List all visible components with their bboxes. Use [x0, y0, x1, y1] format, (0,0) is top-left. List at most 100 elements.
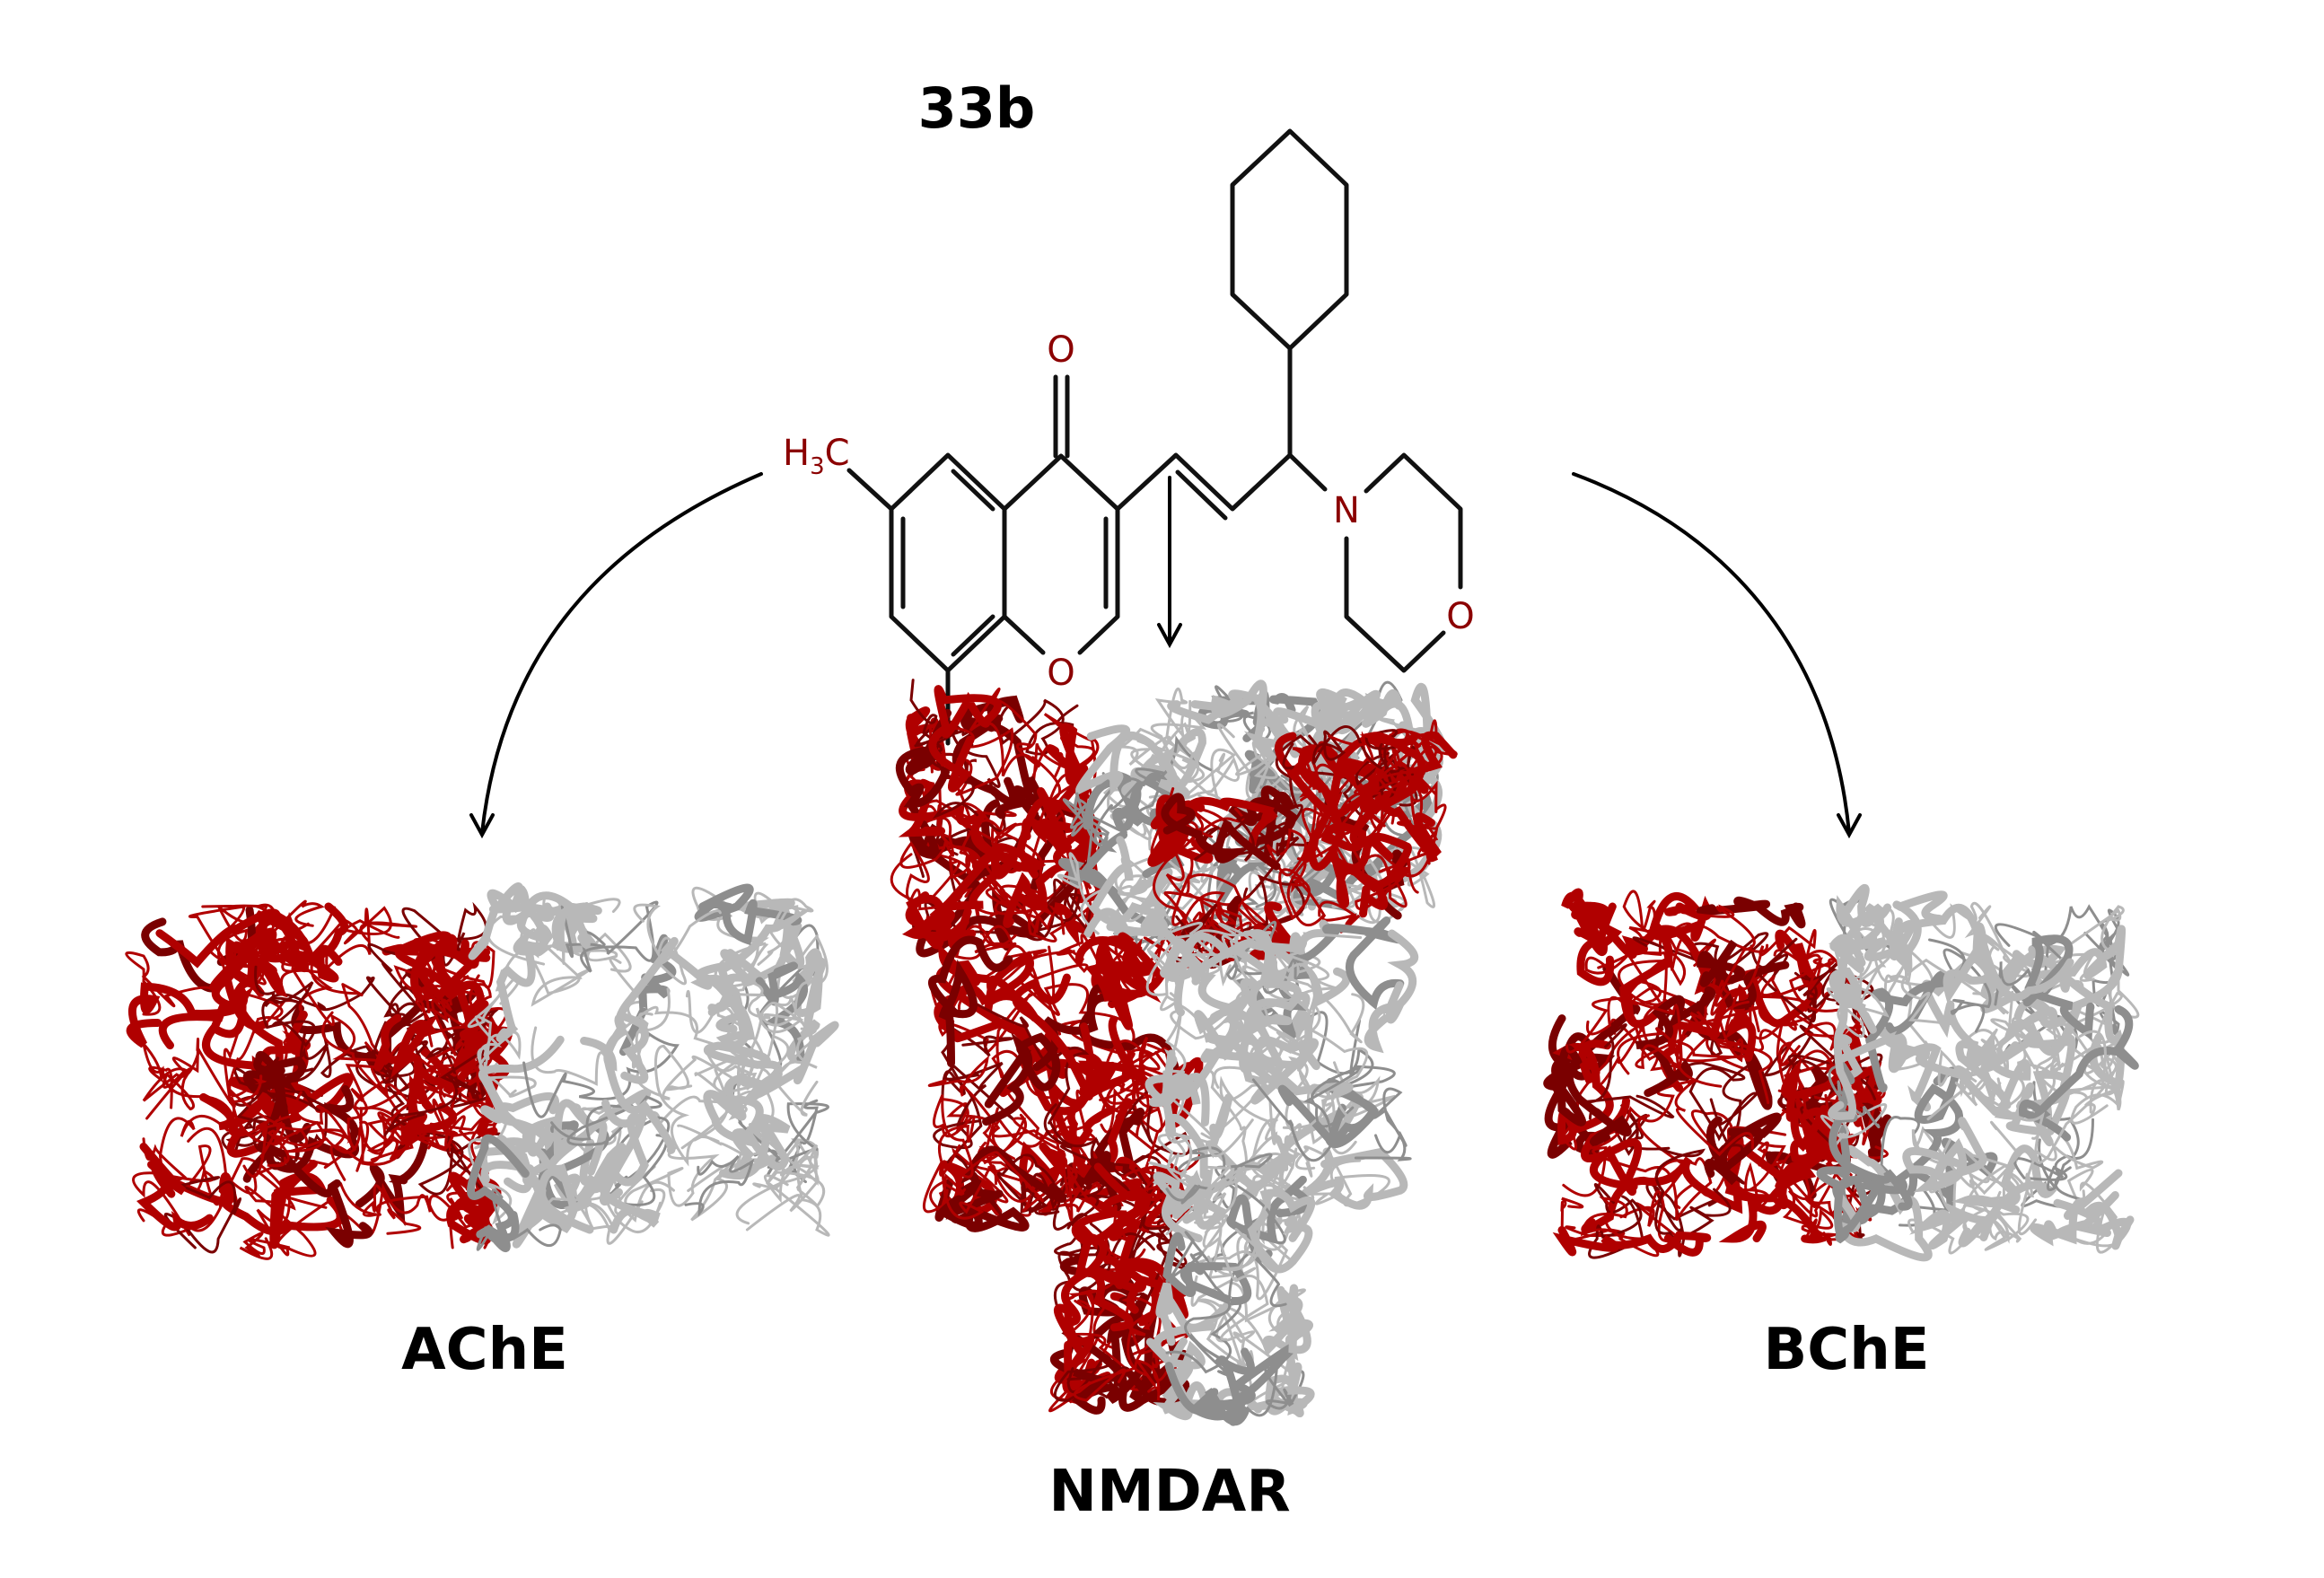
highlighted-chain-ribbon — [446, 1171, 498, 1245]
highlighted-chain-ribbon — [1118, 1299, 1178, 1401]
highlighted-chain-ribbon — [401, 901, 487, 967]
highlighted-chain-ribbon — [1101, 1036, 1161, 1091]
other-chain-ribbon — [2030, 1169, 2123, 1247]
highlighted-chain-ribbon — [155, 908, 343, 983]
other-chain-ribbon — [467, 1134, 530, 1252]
other-chain-ribbon — [1364, 929, 1419, 1054]
other-chain-ribbon — [755, 961, 808, 1063]
highlighted-chain-ribbon — [937, 1115, 997, 1220]
bche-label: BChE — [1763, 1317, 1929, 1383]
highlighted-chain-ribbon — [928, 685, 1002, 793]
other-chain-ribbon — [1165, 1250, 1287, 1374]
other-chain-ribbon — [1980, 944, 2067, 1013]
other-chain-ribbon — [1969, 1120, 2030, 1251]
highlighted-chain-ribbon — [1565, 901, 1648, 960]
other-chain-ribbon — [767, 898, 814, 973]
other-chain-ribbon — [680, 1035, 790, 1150]
highlighted-chain-ribbon — [325, 907, 418, 971]
highlighted-chain-ribbon — [145, 1038, 200, 1120]
arrowhead-icon — [469, 813, 495, 839]
other-chain-ribbon — [2019, 1004, 2139, 1142]
double-bond — [951, 469, 995, 512]
highlighted-chain-ribbon — [969, 688, 1041, 777]
other-chain-ribbon — [1206, 1034, 1320, 1105]
other-chain-ribbon — [1069, 779, 1110, 865]
other-chain-ribbon — [1961, 1147, 2018, 1240]
highlighted-chain-ribbon — [1291, 857, 1361, 934]
double-bond — [951, 614, 995, 657]
highlighted-chain-ribbon — [242, 1050, 311, 1143]
other-chain-ribbon — [1996, 1030, 2107, 1164]
highlighted-chain-ribbon — [367, 942, 424, 1038]
highlighted-chain-ribbon — [1552, 1039, 1614, 1145]
other-chain-ribbon — [1169, 1069, 1333, 1186]
other-chain-ribbon — [1162, 992, 1254, 1158]
other-chain-ribbon — [1902, 1117, 1987, 1193]
highlighted-chain-ribbon — [259, 1114, 308, 1168]
bond — [1002, 614, 1046, 655]
other-chain-ribbon — [1836, 1030, 2000, 1117]
highlighted-chain-ribbon — [1654, 1147, 1732, 1240]
highlighted-chain-ribbon — [410, 937, 482, 1035]
other-chain-ribbon — [2053, 1198, 2135, 1250]
other-chain-ribbon — [677, 1124, 765, 1222]
highlighted-chain-ribbon — [1561, 888, 1615, 986]
highlighted-chain-ribbon — [142, 1114, 229, 1182]
highlighted-chain-ribbon — [1760, 957, 1840, 1013]
highlighted-chain-ribbon — [1266, 828, 1311, 921]
other-chain-ribbon — [495, 893, 549, 1043]
other-chain-ribbon — [1294, 1145, 1390, 1207]
highlighted-chain-ribbon — [1286, 767, 1379, 908]
other-chain-ribbon — [1062, 734, 1212, 853]
other-chain-ribbon — [1966, 1030, 2031, 1120]
highlighted-chain-ribbon — [294, 1064, 393, 1152]
other-chain-ribbon — [1202, 1165, 1269, 1341]
other-chain-ribbon — [488, 901, 557, 957]
methyl-group: H3C — [783, 433, 850, 480]
pyranone-ring — [1002, 453, 1120, 655]
cyclohexane-ring — [1230, 128, 1349, 351]
highlighted-chain-ribbon — [242, 1141, 373, 1249]
other-chain-ribbon — [714, 936, 776, 997]
other-chain-ribbon — [1961, 1020, 2041, 1077]
other-chain-ribbon — [1251, 1067, 1362, 1162]
highlighted-chain-ribbon — [963, 846, 1066, 935]
other-chain-ribbon — [1828, 883, 1892, 951]
highlighted-chain-ribbon — [281, 906, 392, 1063]
highlighted-chain-ribbon — [928, 725, 1014, 796]
other-chain-ribbon — [703, 1090, 791, 1174]
highlighted-chain-ribbon — [252, 903, 326, 998]
chemical-structure: O O Br H3C N O — [783, 128, 1475, 788]
other-chain-ribbon — [522, 1020, 680, 1118]
other-chain-ribbon — [1226, 1175, 1311, 1263]
other-chain-ribbon — [1268, 1284, 1313, 1354]
highlighted-chain-ribbon — [901, 891, 977, 941]
highlighted-chain-ribbon — [125, 951, 213, 1016]
highlighted-chain-ribbon — [898, 779, 1018, 863]
highlighted-chain-ribbon — [1292, 747, 1337, 858]
other-chain-ribbon — [1203, 1343, 1297, 1414]
highlighted-chain-ribbon — [1277, 742, 1315, 855]
highlighted-chain-ribbon — [265, 1076, 359, 1173]
other-chain-ribbon — [1889, 890, 1948, 973]
highlighted-chain-ribbon — [231, 1056, 314, 1124]
highlighted-chain-ribbon — [1588, 1103, 1671, 1156]
highlighted-chain-ribbon — [244, 1168, 317, 1258]
other-chain-ribbon — [2025, 1128, 2104, 1198]
highlighted-chain-ribbon — [982, 1032, 1061, 1126]
other-chain-ribbon — [512, 1168, 572, 1249]
methyl-bond — [846, 468, 894, 512]
other-chain-ribbon — [1193, 995, 1293, 1061]
other-chain-ribbon — [1900, 958, 2010, 1027]
highlighted-chain-ribbon — [264, 976, 401, 1018]
highlighted-chain-ribbon — [1161, 793, 1281, 871]
highlighted-chain-ribbon — [1053, 1303, 1095, 1393]
highlighted-chain-ribbon — [132, 1144, 224, 1236]
bche-protein-structure — [1543, 883, 2140, 1262]
other-chain-ribbon — [599, 1099, 661, 1234]
other-chain-ribbon — [1828, 983, 1877, 1120]
carbonyl-oxygen: O — [1047, 329, 1074, 371]
highlighted-chain-ribbon — [964, 756, 1081, 873]
highlighted-chain-ribbon — [1681, 904, 1756, 1016]
highlighted-chain-ribbon — [211, 936, 285, 1013]
